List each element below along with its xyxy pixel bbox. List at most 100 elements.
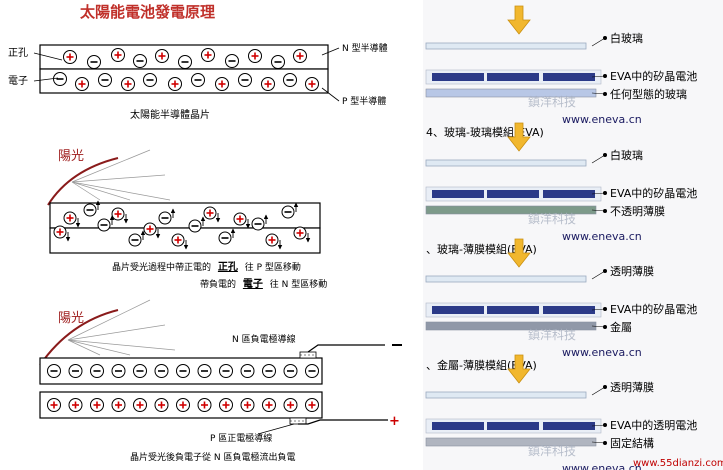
layer-label: 透明薄膜 [610, 264, 654, 278]
layer-pointer [591, 325, 606, 328]
electron-charge [281, 205, 295, 219]
electron-charge [53, 72, 67, 86]
row-electrons [47, 364, 319, 378]
panel-light-absorption: 陽光 晶片受光過程中帶正電的 正孔 往 P 型區移動 帶負電的 電子 往 N 型… [47, 149, 327, 290]
hole-charge [171, 233, 185, 247]
pointer-dot [603, 307, 607, 311]
electron-charge [154, 364, 169, 378]
layer-pointer [591, 75, 606, 78]
watermark-url: www.eneva.cn [562, 113, 642, 126]
electron-charge [47, 364, 61, 378]
layer-pointer [591, 192, 606, 195]
pointer-dot [603, 423, 607, 427]
sun-ray [71, 149, 151, 183]
module-caption: 、玻璃-薄膜模組(EVA) [426, 242, 537, 256]
watermark-brand: 鎮洋科技 [528, 94, 576, 109]
label-p-type: P 型半導體 [342, 95, 386, 107]
sunlight-label: 陽光 [58, 311, 84, 326]
solar-cell [432, 190, 484, 198]
electron-charge [238, 73, 252, 87]
hole-charge [215, 77, 229, 91]
label-n-type: N 型半導體 [342, 42, 388, 54]
module-cross-sections: 白玻璃EVA中的矽晶電池任何型態的玻璃鎮洋科技www.eneva.cn4、玻璃-… [425, 5, 697, 470]
bottom-layer [425, 88, 597, 98]
sun-rays [71, 149, 171, 201]
hole-charge [305, 398, 319, 412]
pointer-dot [603, 269, 607, 273]
solar-cell [543, 306, 595, 314]
module-cross-section: 白玻璃EVA中的矽晶電池任何型態的玻璃鎮洋科技www.eneva.cn4、玻璃-… [425, 5, 697, 139]
hole-charge [233, 212, 247, 226]
panel-current-flow: 陽光 N 區負電極導線 + P 區正電極導線 晶片受光後負電子從 N 區負電極流… [39, 299, 402, 463]
layer-pointer [591, 424, 606, 427]
hole-charge [47, 398, 61, 412]
top-layer [425, 159, 587, 167]
electron-charge [283, 73, 297, 87]
plus-terminal: + [389, 414, 400, 429]
hole-charge [53, 225, 67, 239]
layer-pointer [591, 154, 606, 164]
sun-ray [67, 339, 176, 351]
solar-cell [432, 306, 484, 314]
layer-pointer [591, 37, 606, 47]
n-wire [307, 344, 385, 353]
row-n-charges [63, 48, 307, 69]
watermark-brand: 鎮洋科技 [528, 327, 576, 342]
hole-charge [305, 77, 319, 91]
layer-pointer [591, 209, 606, 212]
module-cross-section: 透明薄膜EVA中的矽晶電池金屬鎮洋科技www.eneva.cn、金屬-薄膜模組(… [425, 238, 697, 372]
electron-charge [305, 364, 319, 378]
hole-charge [197, 398, 212, 412]
layer-pointer [591, 270, 606, 280]
solar-cell [487, 73, 539, 81]
caption-wafer: 太陽能半導體晶片 [130, 108, 210, 121]
pointer-dot [603, 191, 607, 195]
layer-label: EVA中的透明電池 [610, 418, 697, 432]
sun-ray [71, 181, 131, 201]
bottom-layer [425, 205, 597, 215]
electron-charge [143, 73, 157, 87]
electron-charge [90, 364, 104, 378]
row-holes [47, 398, 319, 412]
hole-charge [248, 49, 262, 63]
sun-ray [71, 181, 101, 201]
watermark-url: www.eneva.cn [562, 462, 642, 470]
sunlight-arrow [507, 238, 531, 268]
electron-charge [68, 364, 83, 378]
pointer-dot [603, 385, 607, 389]
pointer-dot [603, 441, 607, 445]
solar-cell [543, 190, 595, 198]
p-layer-box [49, 227, 321, 254]
sun-ray [67, 339, 131, 356]
hole-charge [143, 222, 157, 236]
hole-charge [201, 48, 215, 62]
sunlight-arrow [507, 354, 531, 384]
caption-electrons-line: 帶負電的 電子 往 N 型區移動 [200, 278, 327, 290]
row-p-charges [53, 72, 319, 91]
module-caption: 、金屬-薄膜模組(EVA) [426, 358, 537, 372]
hole-charge [133, 398, 147, 412]
pointer-n-type [321, 47, 340, 56]
pointer-dot [603, 325, 607, 329]
layer-label: 白玻璃 [610, 148, 643, 162]
electron-charge [251, 217, 265, 231]
hole-charge [293, 49, 307, 63]
sun-ray [67, 299, 151, 341]
hole-charge [111, 398, 126, 412]
top-layer [425, 275, 587, 283]
site-watermark: www.55dianzi.com [633, 458, 723, 469]
top-layer [425, 391, 587, 399]
electron-charge [197, 364, 212, 378]
sun-ray [71, 181, 171, 201]
layer-label: 固定結構 [610, 436, 654, 450]
pointer-dot [603, 153, 607, 157]
sunlight-label: 陽光 [58, 149, 84, 164]
watermark-url: www.eneva.cn [562, 346, 642, 359]
solar-cell [487, 190, 539, 198]
hole-charge [219, 398, 233, 412]
hole-charge [293, 226, 307, 240]
solar-cell [487, 306, 539, 314]
sun-ray [67, 324, 166, 341]
pointer-dot [603, 36, 607, 40]
